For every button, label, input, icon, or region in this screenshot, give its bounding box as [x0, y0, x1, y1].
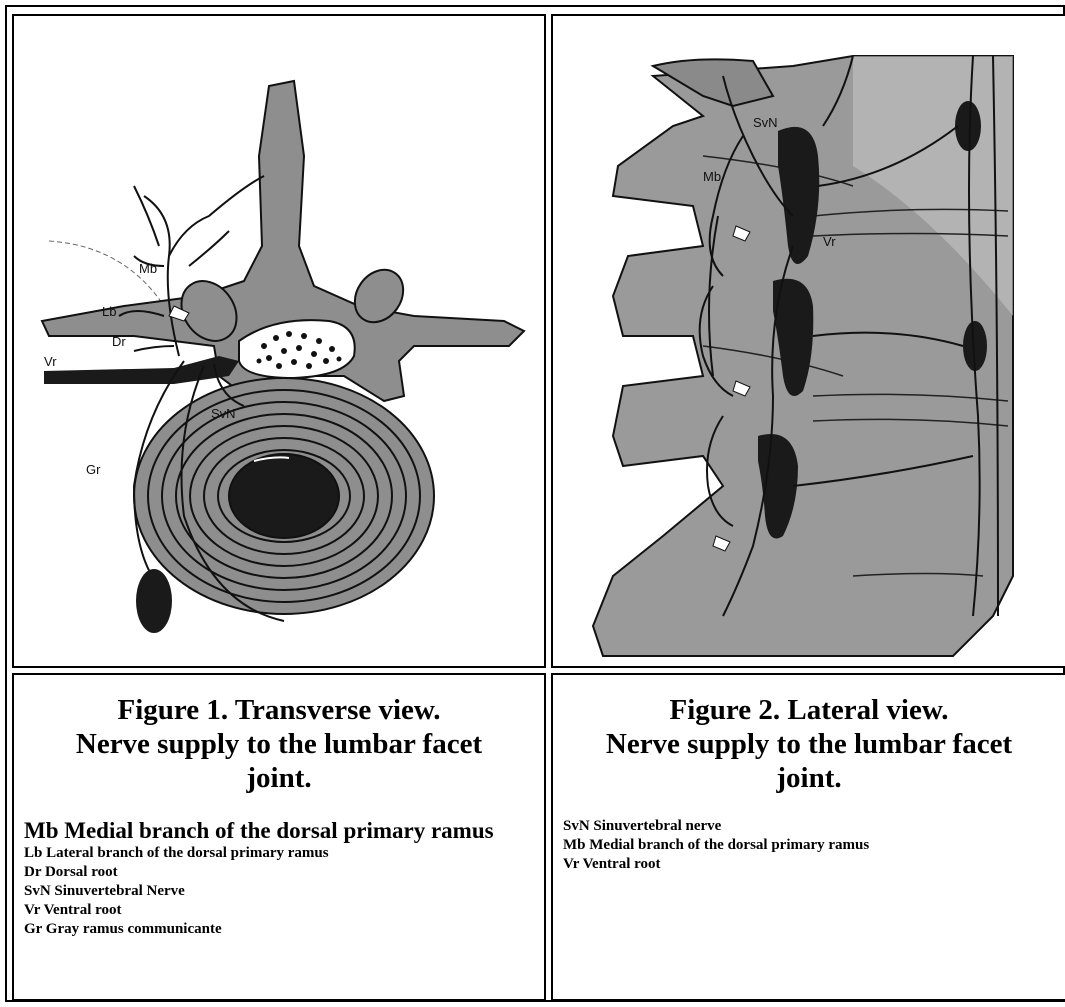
figure1-label-gr: Gr — [86, 462, 101, 477]
legend-item: SvN Sinuvertebral Nerve — [24, 882, 544, 901]
figure2-image-cell: SvN Mb Vr — [551, 14, 1065, 668]
legend-item: Vr Ventral root — [24, 901, 544, 920]
caption-line: Nerve supply to the lumbar facet — [561, 727, 1057, 761]
caption-line: Figure 1. Transverse view. — [22, 693, 536, 727]
figure1-caption: Figure 1. Transverse view. Nerve supply … — [22, 693, 536, 795]
legend-item: Mb Medial branch of the dorsal primary r… — [563, 836, 1065, 855]
figure1-image-cell: Mb Lb Dr Vr SvN Gr — [12, 14, 546, 668]
caption-line: joint. — [22, 761, 536, 795]
legend-item: SvN Sinuvertebral nerve — [563, 817, 1065, 836]
figure1-label-dr: Dr — [112, 334, 126, 349]
legend-item: Dr Dorsal root — [24, 863, 544, 882]
legend-item: Lb Lateral branch of the dorsal primary … — [24, 844, 544, 863]
figure2-legend: SvN Sinuvertebral nerve Mb Medial branch… — [563, 817, 1065, 874]
figure2-label-mb: Mb — [703, 169, 721, 184]
figure2-caption: Figure 2. Lateral view. Nerve supply to … — [561, 693, 1057, 795]
figure1-caption-cell: Figure 1. Transverse view. Nerve supply … — [12, 673, 546, 1001]
figure2-caption-cell: Figure 2. Lateral view. Nerve supply to … — [551, 673, 1065, 1001]
legend-item: Vr Ventral root — [563, 855, 1065, 874]
figure1-label-mb: Mb — [139, 261, 157, 276]
figure1-transverse-illustration: Mb Lb Dr Vr SvN Gr — [14, 16, 544, 666]
figure1-label-svn: SvN — [211, 406, 236, 421]
figure1-label-lb: Lb — [102, 304, 116, 319]
figure2-lateral-illustration: SvN Mb Vr — [553, 16, 1065, 666]
figure2-label-vr: Vr — [823, 234, 836, 249]
legend-item: Mb Medial branch of the dorsal primary r… — [24, 817, 544, 844]
figure1-label-vr: Vr — [44, 354, 57, 369]
legend-item: Gr Gray ramus communicante — [24, 920, 544, 939]
figure1-legend: Mb Medial branch of the dorsal primary r… — [24, 817, 544, 939]
caption-line: Nerve supply to the lumbar facet — [22, 727, 536, 761]
caption-line: Figure 2. Lateral view. — [561, 693, 1057, 727]
figure2-label-svn: SvN — [753, 115, 778, 130]
caption-line: joint. — [561, 761, 1057, 795]
